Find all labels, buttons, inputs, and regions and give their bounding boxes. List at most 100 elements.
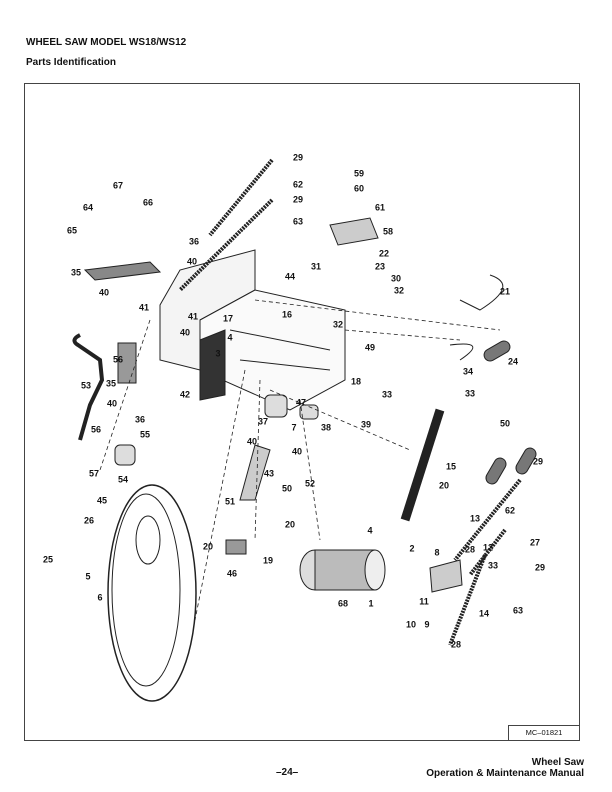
part-callout: 29: [534, 562, 546, 573]
part-callout: 59: [353, 168, 365, 179]
part-callout: 15: [445, 461, 457, 472]
motor-mount: [429, 559, 463, 593]
part-callout: 2: [409, 543, 415, 554]
part-callout: 46: [226, 568, 238, 579]
part-callout: 35: [70, 267, 82, 278]
part-callout: 67: [112, 180, 124, 191]
threaded-rod: [453, 478, 522, 562]
part-callout: 63: [292, 216, 304, 227]
part-callout: 20: [284, 519, 296, 530]
manual-title-line2: Operation & Maintenance Manual: [426, 768, 584, 779]
part-callout: 29: [292, 194, 304, 205]
part-callout: 40: [291, 446, 303, 457]
part-callout: 56: [112, 354, 124, 365]
threaded-rod: [208, 158, 274, 237]
threaded-rod: [178, 198, 274, 292]
grip: [483, 340, 511, 362]
part-callout: 22: [378, 248, 390, 259]
part-callout: 35: [105, 378, 117, 389]
part-callout: 40: [186, 256, 198, 267]
threaded-rod: [448, 554, 487, 646]
part-callout: 16: [281, 309, 293, 320]
part-callout: 9: [424, 619, 430, 630]
leader-lines: [99, 299, 501, 621]
part-callout: 64: [82, 202, 94, 213]
part-callout: 62: [504, 505, 516, 516]
part-callout: 41: [187, 311, 199, 322]
part-callout: 12: [482, 542, 494, 553]
part-callout: 57: [88, 468, 100, 479]
manual-title-line1: Wheel Saw: [531, 757, 584, 768]
part-callout: 37: [257, 416, 269, 427]
part-callout: 5: [85, 571, 91, 582]
part-callout: 17: [222, 313, 234, 324]
part-callout: 36: [134, 414, 146, 425]
part-callout: 3: [215, 348, 221, 359]
part-callout: 26: [83, 515, 95, 526]
part-callout: 28: [450, 639, 462, 650]
hydraulic-cylinder: [400, 408, 445, 522]
grip: [485, 457, 507, 485]
part-callout: 14: [478, 608, 490, 619]
part-callout: 51: [224, 496, 236, 507]
section-title: Parts Identification: [26, 57, 117, 68]
part-callout: 21: [499, 286, 511, 297]
part-callout: 55: [139, 429, 151, 440]
part-callout: 42: [179, 389, 191, 400]
part-callout: 68: [337, 598, 349, 609]
part-callout: 62: [292, 179, 304, 190]
manual-title: Wheel Saw Operation & Maintenance Manual: [426, 757, 584, 779]
part-callout: 11: [419, 596, 429, 607]
part-callout: 10: [405, 619, 417, 630]
part-callout: 34: [462, 366, 474, 377]
wire-harness: [459, 274, 504, 311]
part-callout: 43: [263, 468, 275, 479]
part-callout: 24: [507, 356, 519, 367]
part-callout: 56: [90, 424, 102, 435]
part-callout: 7: [291, 422, 297, 433]
part-callout: 44: [284, 271, 296, 282]
part-callout: 54: [117, 474, 129, 485]
page-title: WHEEL SAW MODEL WS18/WS12: [26, 37, 187, 48]
part-callout: 8: [434, 547, 440, 558]
part-callout: 4: [227, 332, 233, 343]
part-callout: 50: [499, 418, 511, 429]
part-callout: 63: [512, 605, 524, 616]
part-callout: 40: [98, 287, 110, 298]
part-callout: 20: [202, 541, 214, 552]
threaded-rod: [468, 528, 507, 577]
part-callout: 27: [529, 537, 541, 548]
part-callout: 36: [188, 236, 200, 247]
part-callout: 40: [179, 327, 191, 338]
part-callout: 13: [469, 513, 481, 524]
pedal: [225, 539, 247, 555]
part-callout: 33: [381, 389, 393, 400]
foot-lever: [239, 444, 271, 501]
part-callout: 40: [106, 398, 118, 409]
part-callout: 28: [464, 544, 476, 555]
figure-id: MC–01821: [508, 725, 580, 741]
part-callout: 29: [292, 152, 304, 163]
part-callout: 25: [42, 554, 54, 565]
part-callout: 32: [393, 285, 405, 296]
spacer: [299, 404, 319, 420]
part-callout: 19: [262, 555, 274, 566]
part-callout: 49: [364, 342, 376, 353]
main-frame: [159, 249, 346, 411]
part-callout: 52: [304, 478, 316, 489]
part-callout: 66: [142, 197, 154, 208]
grip: [515, 447, 537, 475]
part-callout: 18: [350, 376, 362, 387]
motor: [299, 549, 386, 591]
part-callout: 39: [360, 419, 372, 430]
part-callout: 38: [320, 422, 332, 433]
part-callout: 61: [374, 202, 386, 213]
saw-wheel: [107, 484, 197, 702]
handle: [72, 333, 105, 441]
hose: [449, 343, 474, 361]
part-callout: 33: [464, 388, 476, 399]
bracket: [329, 217, 379, 246]
page-number: –24–: [276, 767, 299, 778]
part-callout: 29: [532, 456, 544, 467]
part-callout: 32: [332, 319, 344, 330]
